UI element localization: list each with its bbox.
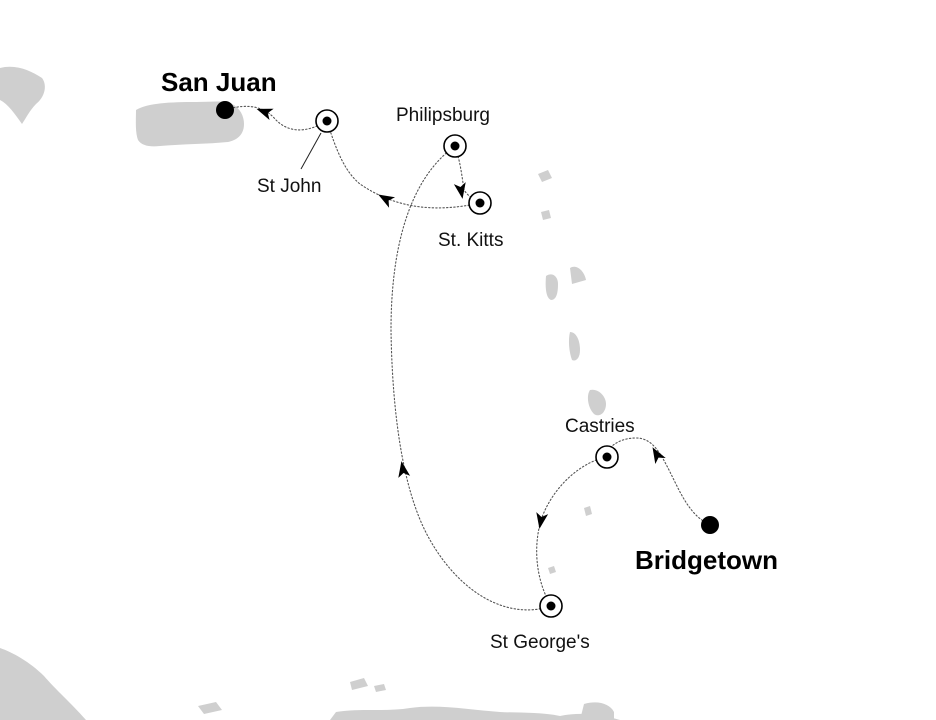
direction-arrow-icon [453,182,466,199]
route-segment-st-georges-philipsburg [390,145,552,611]
land-martinique [587,389,606,416]
bridgetown-label: Bridgetown [635,545,778,575]
port-marker-castries[interactable] [595,445,619,469]
san-juan-marker[interactable] [216,101,234,119]
land-small-island-2 [541,210,551,220]
direction-arrow-icon [398,461,411,478]
route-segment-bridgetown-castries [606,437,710,525]
land-islet-south [548,566,556,574]
direction-arrow-icon [256,108,274,121]
land-venezuela-coast [330,706,620,720]
land-dominica [568,332,580,361]
port-marker-st-georges[interactable] [539,594,563,618]
bridgetown-marker[interactable] [701,516,719,534]
st-kitts-label: St. Kitts [438,230,503,251]
port-marker-st-john[interactable] [315,109,339,133]
port-marker-st-kitts[interactable] [468,191,492,215]
direction-arrow-icon [652,447,666,465]
land-guadeloupe-east [570,266,586,284]
direction-arrow-icon [378,194,396,208]
land-trinidad [580,702,614,720]
castries-label: Castries [565,416,635,437]
land-venezuela-west [0,648,86,720]
land-small-island-1 [538,170,552,182]
direction-arrow-icon [536,512,549,529]
route-segment-st-kitts-st-john [326,120,481,209]
st-john-leader-line [300,132,322,170]
philipsburg-label: Philipsburg [396,105,490,126]
land-guadeloupe [545,274,558,300]
route-segment-st-john-san-juan [224,105,328,131]
st-georges-label: St George's [490,632,590,653]
land-islet-bottom-1 [350,678,368,690]
land-hispaniola-east [0,66,45,124]
land-islet-bottom-2 [374,684,386,692]
port-marker-philipsburg[interactable] [443,134,467,158]
land-islet-bottom-3 [198,702,222,714]
san-juan-label: San Juan [161,67,277,97]
st-john-label: St John [257,176,321,197]
route-segment-castries-st-georges [536,456,608,607]
land-st-vincent [584,506,592,516]
land-masses [0,66,620,720]
direction-arrows [256,108,666,529]
